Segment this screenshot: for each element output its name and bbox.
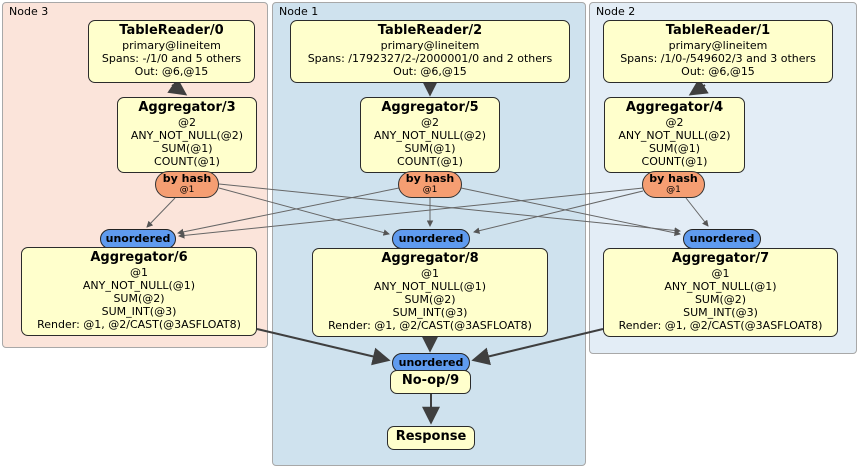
- processor-detail: @1: [130, 266, 148, 279]
- processor-detail: Spans: /1/0-/549602/3 and 3 others: [620, 52, 816, 65]
- processor-detail: Out: @6,@15: [393, 65, 467, 78]
- processor-detail: primary@lineitem: [668, 39, 768, 52]
- processor-detail: Out: @6,@15: [134, 65, 209, 78]
- stream-label: unordered: [689, 232, 755, 245]
- processor-detail: COUNT(@1): [154, 155, 220, 168]
- processor-detail: primary@lineitem: [380, 39, 480, 52]
- processor-detail: Render: @1, @2/CAST(@3ASFLOAT8): [328, 319, 532, 332]
- router-detail: @1: [422, 185, 438, 195]
- node-group-label: Node 1: [279, 5, 319, 18]
- processor-title: TableReader/0: [119, 23, 224, 38]
- processor-detail: ANY_NOT_NULL(@1): [664, 280, 777, 293]
- processor-tablereader-2: TableReader/2 primary@lineitem Spans: /1…: [290, 20, 570, 83]
- processor-detail: SUM_INT(@3): [683, 306, 758, 319]
- processor-aggregator-8: Aggregator/8 @1 ANY_NOT_NULL(@1) SUM(@2)…: [312, 248, 548, 337]
- processor-tablereader-0: TableReader/0 primary@lineitem Spans: -/…: [88, 20, 255, 83]
- processor-title: Aggregator/7: [671, 251, 770, 266]
- processor-detail: SUM(@2): [113, 292, 165, 305]
- processor-aggregator-7: Aggregator/7 @1 ANY_NOT_NULL(@1) SUM(@2)…: [603, 248, 838, 337]
- stream-label: unordered: [398, 356, 464, 369]
- router-detail: @1: [179, 185, 195, 195]
- processor-detail: @2: [178, 116, 196, 129]
- stream-unordered-right: unordered: [683, 229, 761, 249]
- processor-detail: @2: [665, 116, 684, 129]
- processor-detail: ANY_NOT_NULL(@2): [618, 129, 731, 142]
- processor-title: Aggregator/6: [90, 250, 188, 265]
- processor-detail: Spans: /1792327/2-/2000001/0 and 2 other…: [307, 52, 553, 65]
- processor-detail: Render: @1, @2/CAST(@3ASFLOAT8): [37, 318, 241, 331]
- processor-aggregator-6: Aggregator/6 @1 ANY_NOT_NULL(@1) SUM(@2)…: [21, 247, 257, 336]
- processor-detail: COUNT(@1): [641, 155, 708, 168]
- processor-detail: ANY_NOT_NULL(@2): [373, 129, 487, 142]
- router-detail: @1: [666, 185, 681, 195]
- router-label: by hash: [162, 172, 212, 185]
- processor-title: Aggregator/4: [625, 100, 724, 115]
- processor-detail: @1: [711, 267, 730, 280]
- processor-aggregator-3: Aggregator/3 @2 ANY_NOT_NULL(@2) SUM(@1)…: [117, 97, 257, 173]
- router-label: by hash: [649, 172, 698, 185]
- node-group-label: Node 2: [596, 5, 636, 18]
- processor-title: Aggregator/3: [138, 100, 236, 115]
- processor-noop-9: No-op/9: [390, 370, 471, 394]
- processor-detail: @1: [421, 267, 439, 280]
- processor-title: No-op/9: [401, 373, 460, 388]
- processor-detail: primary@lineitem: [122, 39, 221, 52]
- router-by-hash-node1: by hash @1: [398, 171, 462, 198]
- processor-detail: @2: [421, 116, 439, 129]
- processor-detail: SUM_INT(@3): [101, 305, 177, 318]
- stream-label: unordered: [398, 232, 464, 245]
- stream-unordered-center: unordered: [392, 229, 470, 249]
- processor-detail: SUM(@1): [648, 142, 701, 155]
- processor-title: TableReader/2: [377, 23, 483, 38]
- stream-unordered-left: unordered: [100, 229, 176, 249]
- processor-detail: SUM(@2): [404, 293, 456, 306]
- processor-detail: Render: @1, @2/CAST(@3ASFLOAT8): [618, 319, 823, 332]
- router-by-hash-node2: by hash @1: [642, 171, 705, 198]
- processor-title: Aggregator/8: [381, 251, 479, 266]
- processor-tablereader-1: TableReader/1 primary@lineitem Spans: /1…: [603, 20, 833, 83]
- stream-label: unordered: [105, 232, 171, 245]
- node-group-label: Node 3: [9, 5, 49, 18]
- processor-detail: Out: @6,@15: [681, 65, 755, 78]
- processor-title: Aggregator/5: [381, 100, 479, 115]
- processor-detail: SUM(@2): [694, 293, 747, 306]
- processor-detail: SUM(@1): [161, 142, 213, 155]
- processor-aggregator-5: Aggregator/5 @2 ANY_NOT_NULL(@2) SUM(@1)…: [360, 97, 500, 173]
- processor-detail: ANY_NOT_NULL(@1): [82, 279, 196, 292]
- router-by-hash-node3: by hash @1: [155, 171, 219, 198]
- processor-detail: SUM_INT(@3): [392, 306, 468, 319]
- processor-response: Response: [387, 426, 475, 450]
- processor-detail: COUNT(@1): [397, 155, 463, 168]
- processor-title: Response: [395, 429, 467, 444]
- processor-title: TableReader/1: [665, 23, 771, 38]
- processor-detail: ANY_NOT_NULL(@1): [373, 280, 487, 293]
- processor-aggregator-4: Aggregator/4 @2 ANY_NOT_NULL(@2) SUM(@1)…: [604, 97, 745, 173]
- router-label: by hash: [405, 172, 455, 185]
- processor-detail: ANY_NOT_NULL(@2): [130, 129, 244, 142]
- processor-detail: SUM(@1): [404, 142, 456, 155]
- processor-detail: Spans: -/1/0 and 5 others: [101, 52, 242, 65]
